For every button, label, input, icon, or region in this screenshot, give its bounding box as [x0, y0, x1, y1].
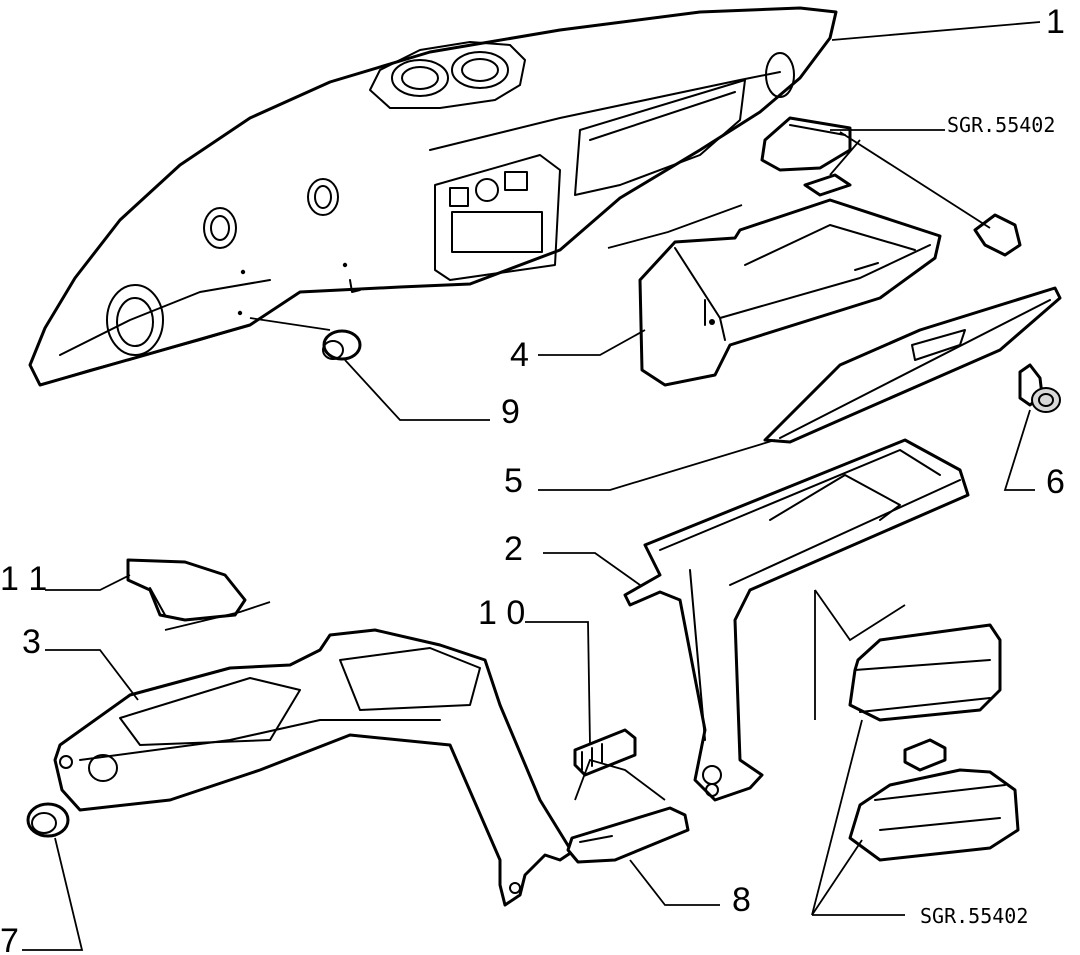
support-part-2: [623, 438, 970, 802]
glovebox-lid-part-5: [763, 286, 1062, 444]
leader-lines: [22, 21, 1041, 951]
lamp-assembly-bottom: [811, 623, 1020, 916]
label-part-10: 1 0: [478, 594, 525, 632]
connector-part-10: [573, 728, 666, 801]
lock-part-6: [1018, 363, 1061, 413]
reference-code-top: SGR.55402: [947, 113, 1055, 137]
label-part-4: 4: [510, 336, 529, 374]
label-part-8: 8: [732, 881, 751, 919]
label-part-6: 6: [1046, 463, 1065, 501]
reference-codes: SGR.55402 SGR.55402: [920, 113, 1055, 928]
reference-code-bottom: SGR.55402: [920, 904, 1028, 928]
label-part-1: 1: [1046, 3, 1065, 41]
support-part-3: [53, 628, 574, 907]
glovebox-tray-part-4: [607, 198, 942, 387]
plug-part-7: [26, 802, 70, 838]
clip-part-8: [566, 806, 690, 864]
lamp-assembly-top: [760, 116, 1022, 257]
part-number-labels: 1 4 9 5 6 2 1 1 1 0 3 8 7: [0, 3, 1065, 955]
label-part-9: 9: [501, 393, 520, 431]
dashboard-part: [28, 6, 838, 387]
label-part-11: 1 1: [0, 560, 47, 598]
label-part-7: 7: [0, 922, 19, 955]
cover-part-11: [126, 558, 271, 631]
label-part-2: 2: [504, 530, 523, 568]
label-part-3: 3: [22, 623, 41, 661]
label-part-5: 5: [504, 462, 523, 500]
cap-part-9: [249, 317, 362, 361]
